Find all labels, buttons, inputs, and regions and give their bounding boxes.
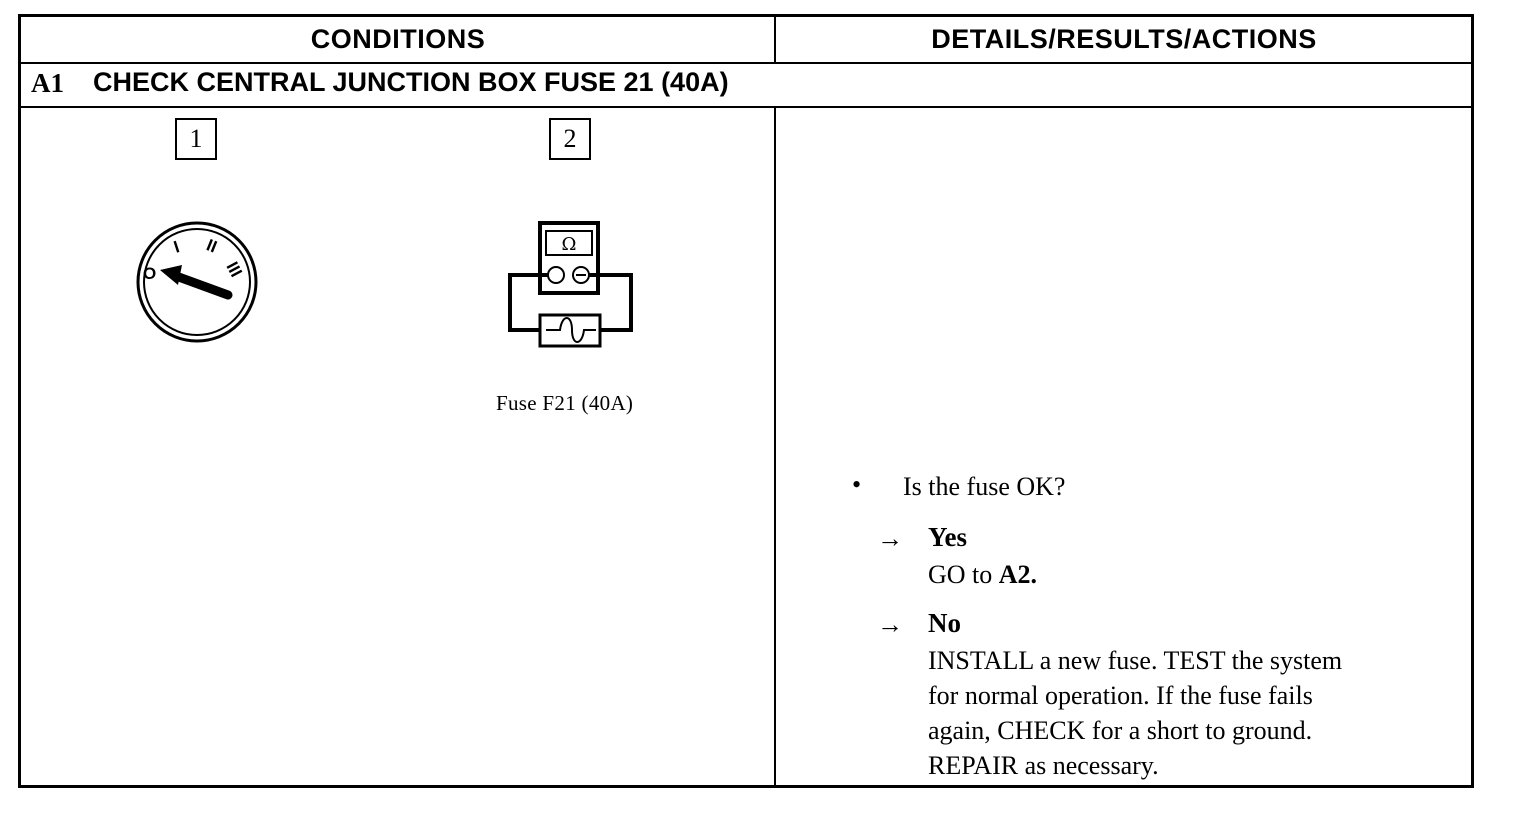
column-divider [774,107,776,785]
ignition-label-1: I [171,237,181,257]
yes-action-target: A2. [998,560,1038,589]
yes-arrow-icon: → [877,524,903,553]
step-title: CHECK CENTRAL JUNCTION BOX FUSE 21 (40A) [93,67,729,97]
question-text: Is the fuse OK? [903,472,1066,501]
ignition-label-2: II [204,235,220,256]
step-title-row: A1 CHECK CENTRAL JUNCTION BOX FUSE 21 (4… [21,62,1471,108]
ignition-label-off: O [143,264,156,283]
condition-number-1: 1 [175,118,217,160]
ohmmeter-fuse-icon: Ω [508,221,633,348]
ignition-switch-off-icon: O I II III [136,221,258,343]
details-header: DETAILS/RESULTS/ACTIONS [931,24,1317,54]
header-divider [774,17,776,62]
no-label: No [928,608,961,638]
step-id: A1 [31,68,64,98]
no-arrow-icon: → [877,610,903,639]
conditions-header: CONDITIONS [310,24,486,54]
ignition-label-3: III [222,259,245,280]
yes-action: GO to A2. [928,557,1037,592]
no-action-line: again, CHECK for a short to ground. [928,716,1313,745]
procedure-table: CONDITIONS DETAILS/RESULTS/ACTIONS A1 CH… [18,14,1474,788]
condition-number-2: 2 [549,118,591,160]
no-action-line: INSTALL a new fuse. TEST the system [928,646,1343,675]
yes-label: Yes [928,522,967,552]
no-action-line: for normal operation. If the fuse fails [928,681,1313,710]
table-header: CONDITIONS DETAILS/RESULTS/ACTIONS [21,17,1471,64]
no-action: INSTALL a new fuse. TEST the system for … [928,643,1342,783]
ohm-symbol: Ω [562,234,577,255]
no-action-line: REPAIR as necessary. [928,751,1159,780]
fuse-caption: Fuse F21 (40A) [496,391,634,415]
yes-action-prefix: GO to [928,560,999,589]
bullet-icon: • [852,470,862,499]
